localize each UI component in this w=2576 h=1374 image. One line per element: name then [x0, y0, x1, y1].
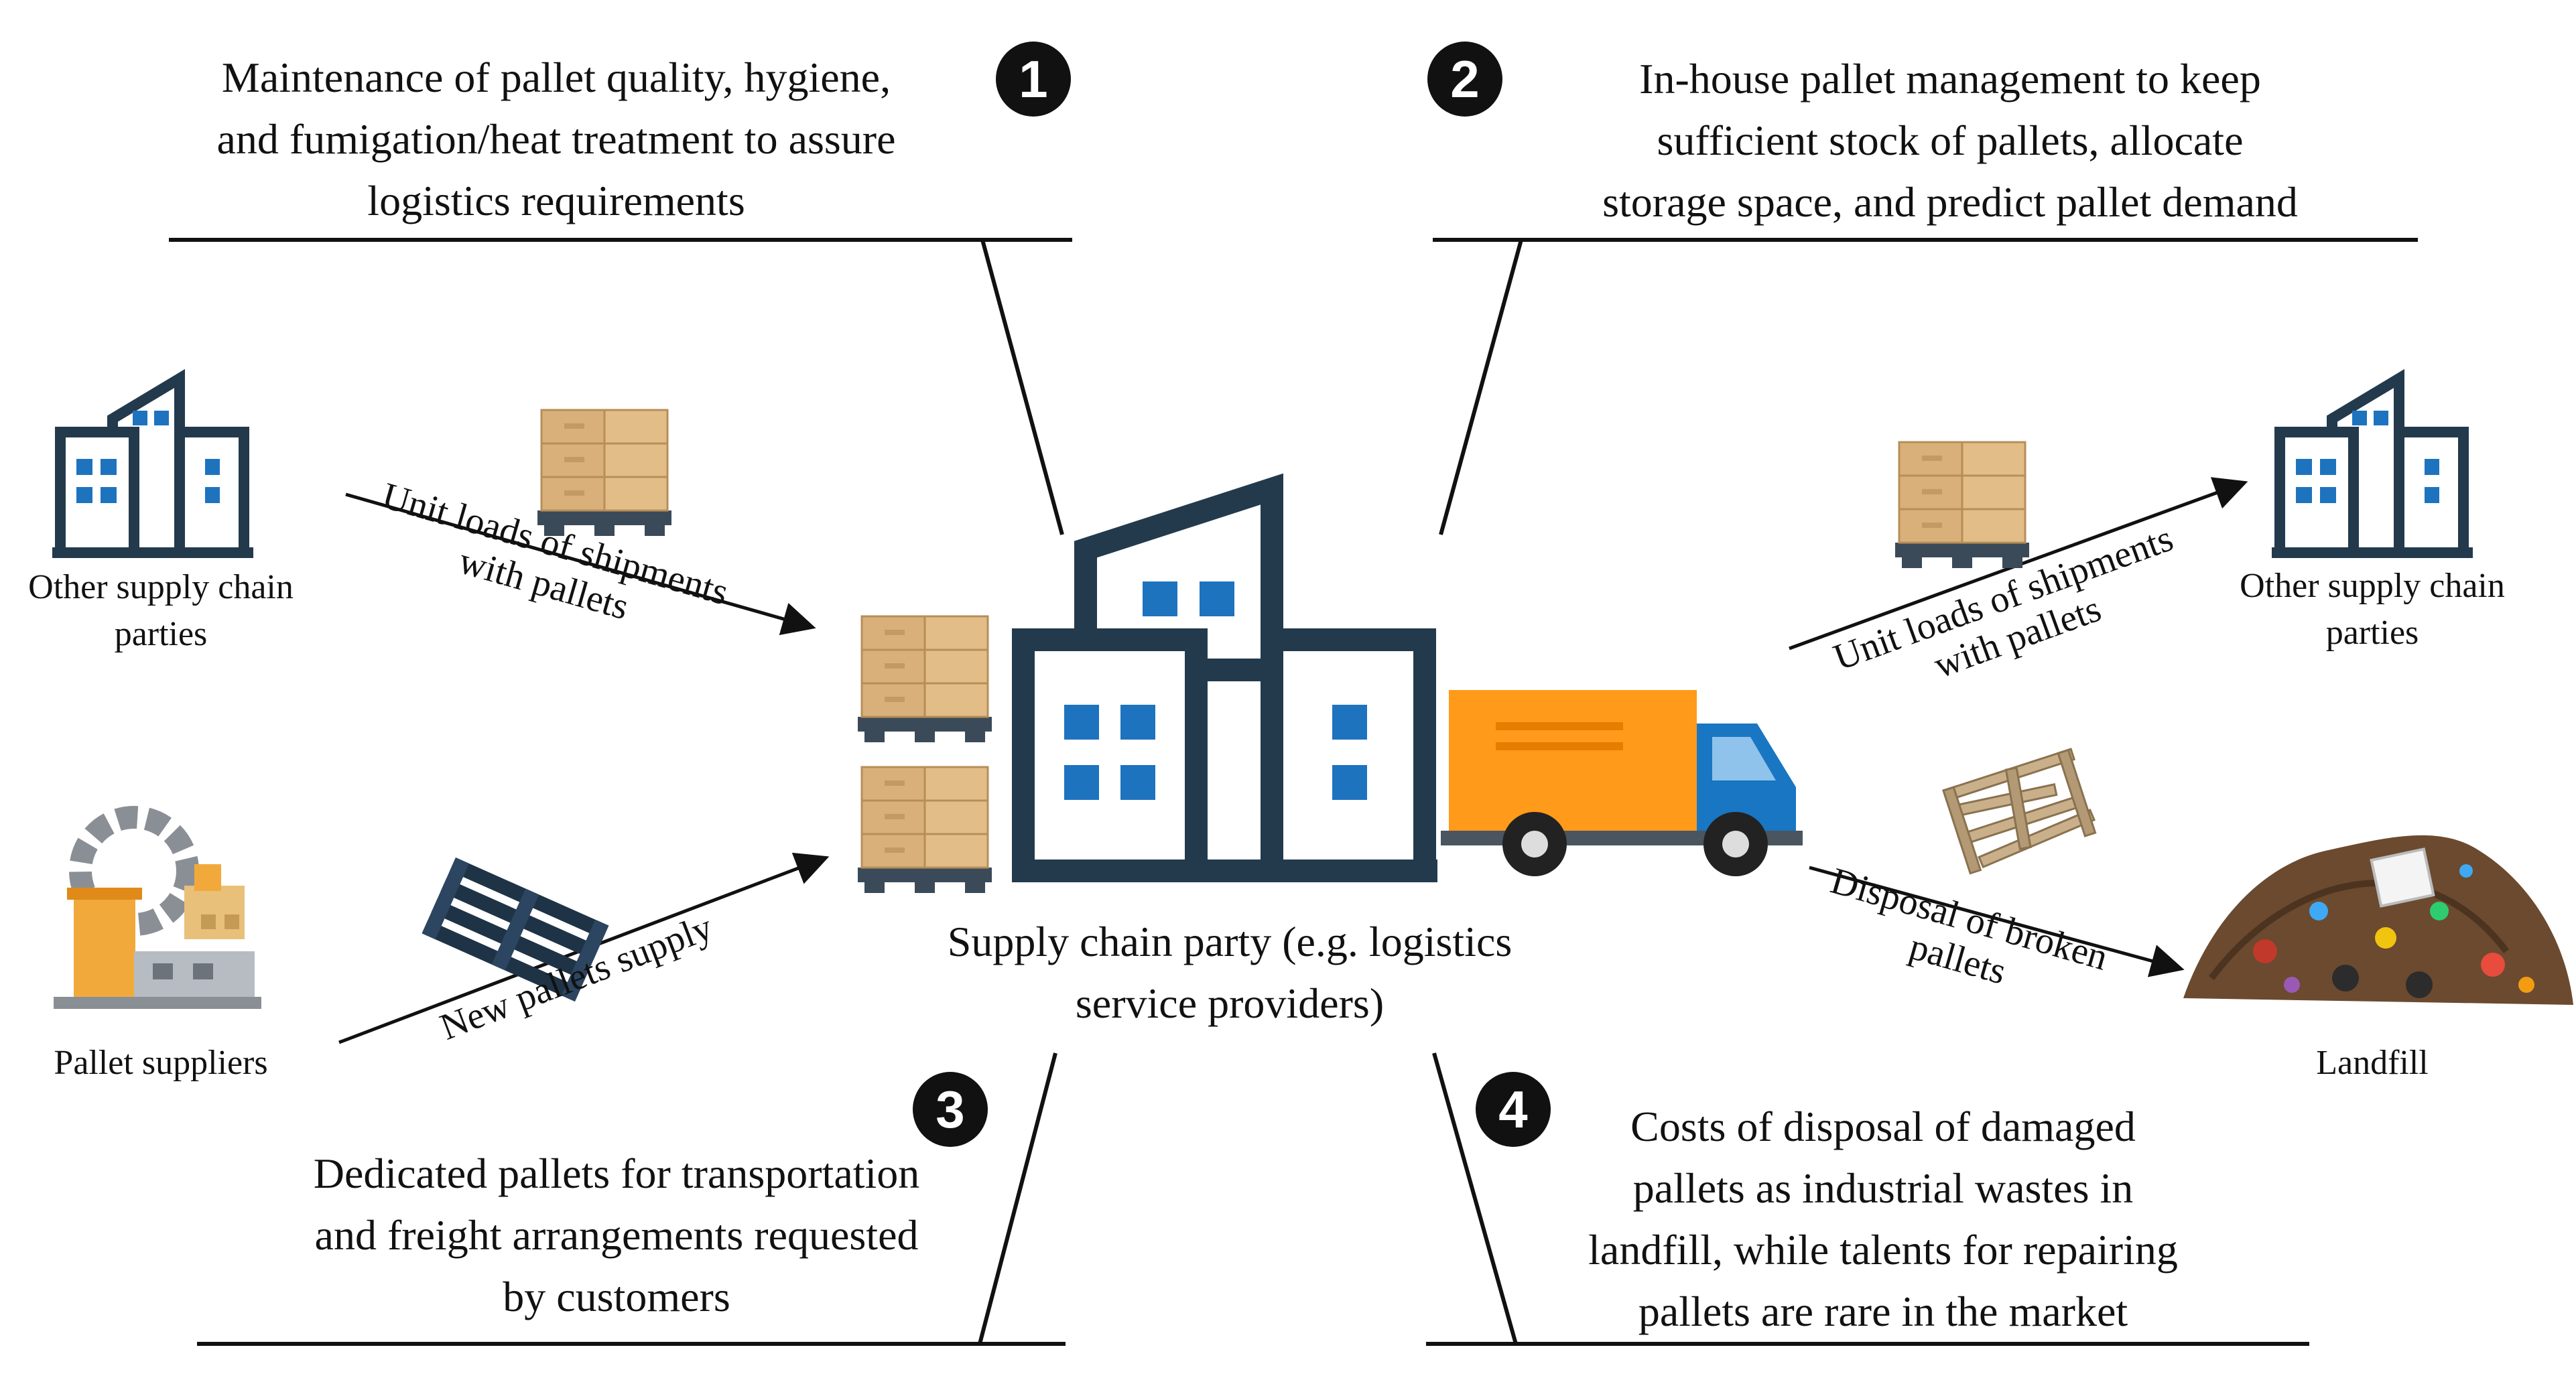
pallet-suppliers-label: Pallet suppliers	[54, 1044, 268, 1082]
note-3-line: by customers	[503, 1273, 730, 1320]
left-parties-label: Other supply chain parties	[28, 568, 294, 653]
note-4-badge: 4	[1476, 1072, 1551, 1147]
note-1-line: logistics requirements	[367, 177, 745, 224]
left-building-icon	[52, 379, 253, 553]
truck-icon	[1441, 690, 1803, 876]
note-3-lines	[197, 1052, 1066, 1346]
note-3-line: Dedicated pallets for transportation	[313, 1150, 920, 1197]
note-1-badge: 1	[996, 42, 1071, 117]
note-4-lines	[1426, 1052, 2309, 1346]
unit-load-icon-center-lower	[856, 766, 993, 894]
note-4-line: Costs of disposal of damaged	[1630, 1103, 2136, 1150]
unit-load-icon-right	[1894, 441, 2031, 569]
arrow-disposal	[1809, 866, 2185, 977]
note-3-text: Dedicated pallets for transportation and…	[201, 1143, 1032, 1328]
center-party-label: Supply chain party (e.g. logistics servi…	[947, 918, 1512, 1027]
broken-pallet-icon	[1942, 748, 2097, 875]
note-3-badge: 3	[913, 1072, 988, 1147]
note-2-badge: 2	[1427, 42, 1502, 117]
note-3-line: and freight arrangements requested	[314, 1211, 919, 1259]
note-2-line: storage space, and predict pallet demand	[1602, 178, 2298, 226]
note-1-lines	[169, 238, 1072, 535]
note-1-text: Maintenance of pallet quality, hygiene, …	[134, 47, 978, 232]
note-1-line: Maintenance of pallet quality, hygiene,	[221, 54, 891, 101]
landfill-label: Landfill	[2316, 1044, 2429, 1082]
new-pallet-icon	[422, 857, 609, 1002]
note-2-line: sufficient stock of pallets, allocate	[1657, 117, 2244, 164]
arrow-unit-loads-in	[345, 492, 816, 636]
unit-load-icon-center-upper	[856, 615, 993, 744]
note-2-lines	[1433, 238, 2418, 535]
note-4-line: landfill, while talents for repairing	[1588, 1226, 2178, 1274]
note-4-text: Costs of disposal of damaged pallets as …	[1508, 1096, 2258, 1343]
factory-icon	[54, 806, 261, 1009]
note-4-line: pallets as industrial wastes in	[1632, 1164, 2134, 1212]
right-building-icon	[2272, 379, 2473, 553]
unit-load-icon-top-left	[536, 409, 673, 537]
note-1-line: and fumigation/heat treatment to assure	[216, 115, 896, 163]
note-2-text: In-house pallet management to keep suffi…	[1508, 48, 2392, 233]
note-2-line: In-house pallet management to keep	[1639, 55, 2261, 102]
landfill-icon	[2183, 835, 2573, 1005]
right-parties-label: Other supply chain parties	[2240, 567, 2505, 652]
note-4-line: pallets are rare in the market	[1638, 1288, 2128, 1335]
central-building-icon	[1012, 473, 1437, 882]
